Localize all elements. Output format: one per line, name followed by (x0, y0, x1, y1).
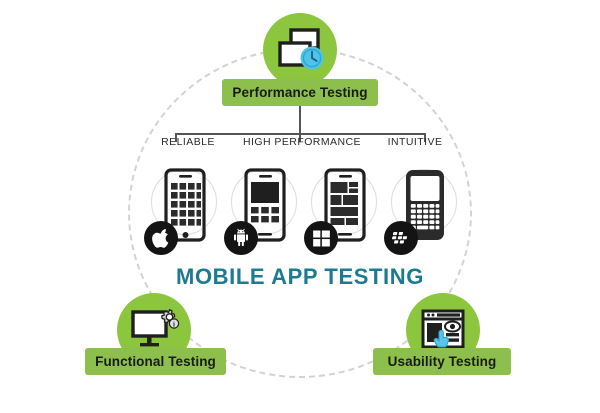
svg-text:i: i (173, 320, 175, 328)
monitor-gear-icon: i (131, 308, 180, 347)
node-label-functional[interactable]: Functional Testing (85, 348, 226, 375)
connector-tick-middle (299, 133, 301, 142)
apple-icon (151, 228, 168, 248)
attribute-reliable: RELIABLE (161, 136, 215, 148)
node-label-usability[interactable]: Usability Testing (373, 348, 511, 375)
attribute-high-performance: HIGH PERFORMANCE (242, 136, 362, 148)
device-phone-windows (304, 167, 382, 259)
platform-badge-windows (304, 221, 338, 255)
node-label-performance[interactable]: Performance Testing (222, 79, 378, 106)
connector-tick-left (175, 133, 177, 142)
browser-eye-cursor-icon (421, 309, 465, 349)
platform-badge-apple (144, 221, 178, 255)
node-circle-performance[interactable] (263, 13, 337, 87)
page-title: MOBILE APP TESTING (176, 264, 424, 289)
platform-badge-android (224, 221, 258, 255)
platform-badge-blackberry (384, 221, 418, 255)
attribute-label-row: RELIABLE HIGH PERFORMANCE INTUITIVE (140, 136, 462, 148)
phone-qwerty-icon (406, 170, 444, 240)
device-platform-row (144, 166, 462, 260)
android-icon (234, 228, 248, 247)
attribute-intuitive: INTUITIVE (387, 136, 443, 148)
connector-tick-right (424, 133, 426, 142)
device-tablet-apple (144, 167, 222, 259)
tablet-app-grid-icon (164, 168, 206, 242)
phone-tiles-icon (324, 168, 366, 242)
blackberry-icon (391, 231, 407, 243)
screens-clock-icon (278, 28, 324, 70)
device-phone-blackberry (384, 167, 462, 259)
windows-icon (312, 230, 330, 246)
device-phone-android (224, 167, 302, 259)
connector-vertical (299, 106, 301, 134)
phone-keypad-icon (244, 168, 286, 242)
